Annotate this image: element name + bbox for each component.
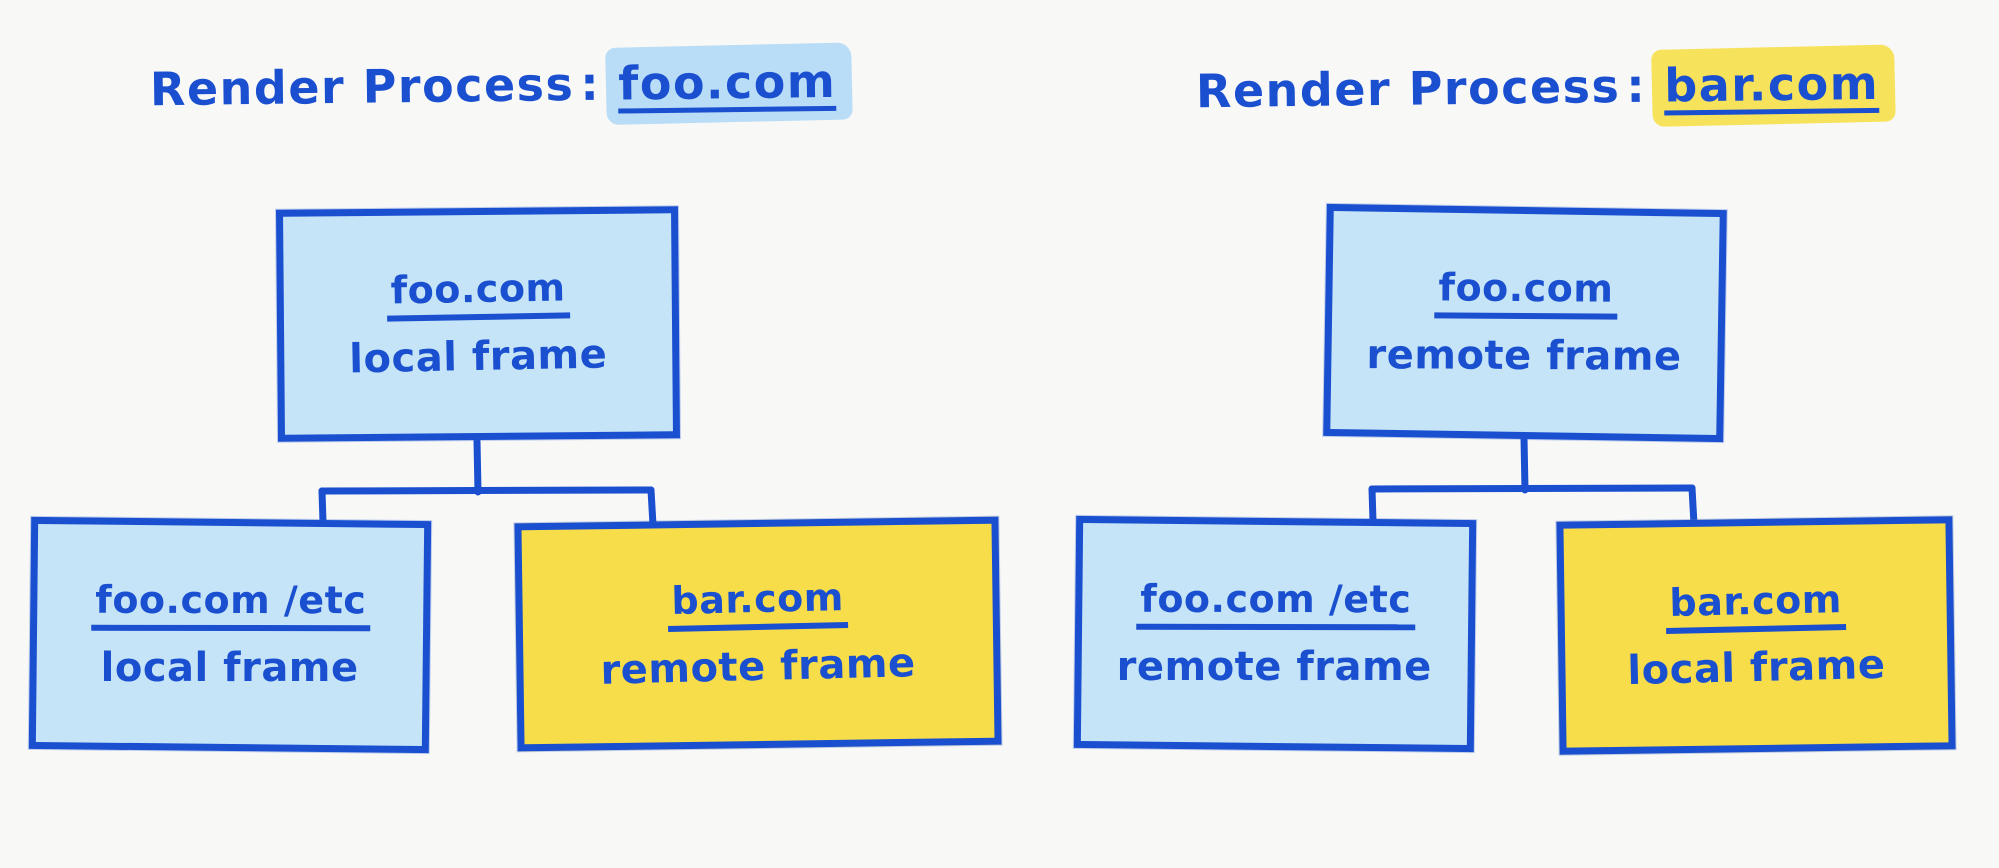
frame-node-kind: remote frame [1366, 332, 1683, 380]
diagram-title-right: Render Process:bar.com [1195, 56, 1890, 125]
connector-right-drop-left [1368, 485, 1377, 525]
frame-node-url: foo.com [385, 266, 570, 322]
frame-node-root-left[interactable]: foo.com local frame [275, 206, 681, 442]
connector-left-drop-right [647, 486, 657, 529]
frame-node-kind: remote frame [1117, 643, 1433, 690]
frame-node-kind: local frame [1626, 642, 1886, 695]
connector-left-stem [473, 437, 482, 496]
frame-node-child-right-1[interactable]: foo.com /etc remote frame [1073, 515, 1477, 753]
title-origin-right: bar.com [1664, 56, 1880, 116]
connector-left-bar [318, 486, 655, 495]
frame-node-kind: remote frame [600, 640, 917, 694]
frame-node-child-left-2[interactable]: bar.com remote frame [514, 516, 1002, 752]
frame-node-url: foo.com [1433, 265, 1618, 320]
frame-node-kind: local frame [100, 644, 359, 691]
title-prefix-left: Render Process [149, 57, 575, 117]
title-prefix-right: Render Process [1195, 59, 1621, 119]
frame-node-url: foo.com /etc [90, 578, 370, 632]
frame-node-kind: local frame [348, 331, 608, 383]
connector-right-bar [1368, 484, 1696, 493]
frame-node-child-left-1[interactable]: foo.com /etc local frame [28, 516, 432, 754]
frame-node-url: bar.com [1664, 577, 1847, 634]
connector-left-drop-left [318, 487, 327, 526]
connector-right-drop-right [1688, 484, 1698, 528]
frame-node-root-right[interactable]: foo.com remote frame [1323, 203, 1727, 443]
frame-node-child-right-2[interactable]: bar.com local frame [1556, 516, 1956, 755]
frame-node-url: foo.com /etc [1135, 577, 1415, 631]
connector-right-stem [1520, 434, 1529, 494]
frame-node-url: bar.com [666, 575, 849, 632]
title-origin-left: foo.com [618, 54, 837, 114]
title-origin-highlight-right: bar.com [1656, 56, 1890, 120]
diagram-title-left: Render Process:foo.com [149, 54, 847, 124]
title-origin-highlight-left: foo.com [610, 54, 847, 118]
